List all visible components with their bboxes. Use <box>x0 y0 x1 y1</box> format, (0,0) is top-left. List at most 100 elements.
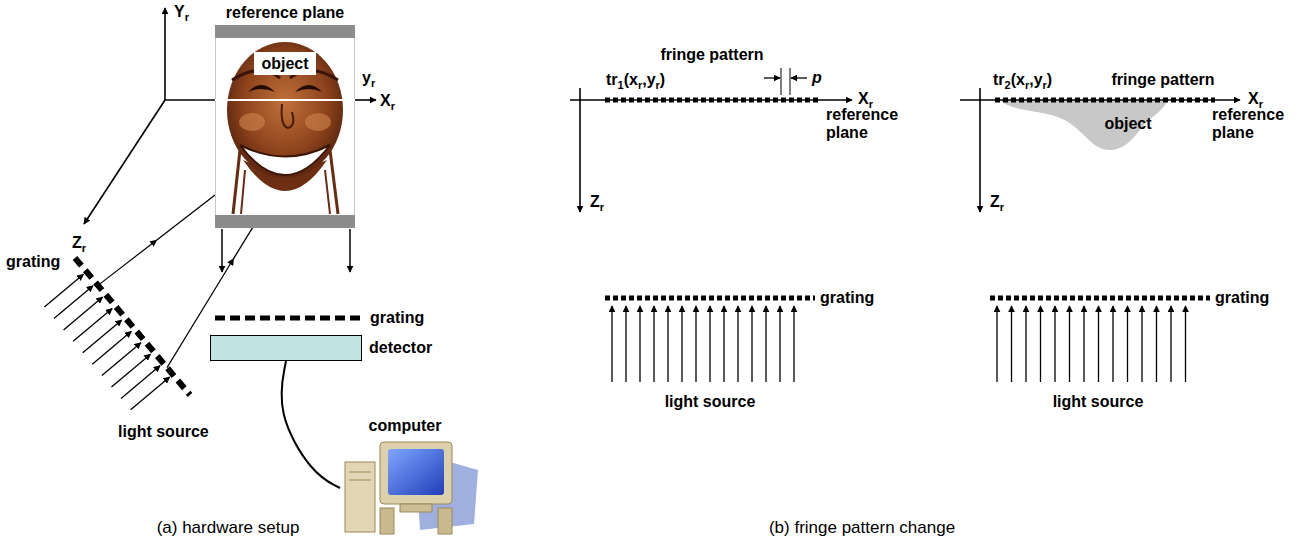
object-tag: object <box>254 52 316 75</box>
light-arrow <box>793 306 794 382</box>
fringe-pattern <box>605 98 820 103</box>
light-arrow <box>54 286 93 319</box>
mask-string <box>233 150 240 214</box>
cable <box>282 361 340 488</box>
light-arrow <box>709 306 710 382</box>
node-label: reference plane <box>226 4 344 22</box>
part-label: light source <box>118 423 209 441</box>
projected-ray <box>157 195 216 240</box>
dimension-label: p <box>812 69 822 87</box>
mask-picture <box>227 42 343 214</box>
drive-slot <box>349 480 371 481</box>
light-arrows <box>612 306 1186 382</box>
computer-tower <box>345 462 375 532</box>
mask-string <box>241 170 245 214</box>
mask-eye <box>295 85 322 92</box>
x-axis <box>355 99 376 101</box>
light-arrow <box>1112 306 1113 382</box>
monitor-case <box>380 442 452 504</box>
y-axis <box>164 8 166 100</box>
z-axis <box>579 88 581 212</box>
light-arrow <box>695 306 696 382</box>
light-arrow <box>121 366 160 399</box>
light-arrow <box>1098 306 1099 382</box>
node-label: detector <box>369 339 432 357</box>
part-label: reference plane <box>1212 106 1302 141</box>
mask-cheek <box>305 113 331 131</box>
part-label: reference plane <box>826 106 916 141</box>
grating <box>990 296 1210 301</box>
light-arrow <box>1011 306 1012 382</box>
light-arrow <box>102 343 141 376</box>
light-arrow <box>723 306 724 382</box>
light-arrow <box>1156 306 1157 382</box>
monitor-screen <box>388 449 444 495</box>
detector-box: detector <box>210 335 362 361</box>
projected-ray <box>98 240 157 285</box>
mask-nose <box>282 104 294 128</box>
part-label: grating <box>820 289 874 307</box>
axis-label: yr <box>362 69 375 87</box>
light-arrow <box>611 306 612 382</box>
z-axis <box>84 100 165 224</box>
light-arrow <box>1054 306 1055 382</box>
mask-mouth <box>240 145 330 175</box>
mask-face <box>227 42 343 178</box>
light-arrow <box>653 306 654 382</box>
part-label: object <box>1104 115 1151 133</box>
caption: (b) fringe pattern change <box>769 519 955 538</box>
light-arrow <box>73 309 112 342</box>
grating <box>215 316 362 321</box>
light-arrow <box>1083 306 1084 382</box>
period-arrow <box>764 77 780 78</box>
speaker <box>438 508 452 534</box>
part-label: grating <box>1215 289 1269 307</box>
light-arrow <box>639 306 640 382</box>
part-label: fringe pattern <box>1111 71 1214 89</box>
light-arrow <box>83 320 122 353</box>
pattern-label: tr2(xr,yr) <box>993 71 1052 89</box>
mask-string <box>330 150 338 214</box>
light-arrow <box>667 306 668 382</box>
light-arrow <box>1040 306 1041 382</box>
axis-label: Zr <box>72 234 86 252</box>
drive-slot <box>349 472 371 473</box>
mask-cheek <box>239 113 265 131</box>
caption: (a) hardware setup <box>157 519 300 538</box>
light-arrow <box>64 297 103 330</box>
part-label: fringe pattern <box>660 46 763 64</box>
light-arrow <box>1141 306 1142 382</box>
axis-label: Zr <box>990 193 1004 211</box>
frame-bar <box>215 25 355 38</box>
x-axis <box>570 99 852 101</box>
mask-string <box>325 170 330 214</box>
part-label: light source <box>665 393 756 411</box>
speaker <box>380 508 394 534</box>
period-tick <box>790 68 791 95</box>
axis-label: Zr <box>590 193 604 211</box>
x-axis <box>165 99 215 101</box>
part-label: light source <box>1053 393 1144 411</box>
light-arrow <box>996 306 997 382</box>
axis-label: Xr <box>380 92 395 110</box>
object-profile <box>1000 100 1168 150</box>
node-label: computer <box>369 417 442 435</box>
axis-label: Xr <box>1248 90 1263 108</box>
period-arrow <box>791 77 807 78</box>
x-axis <box>960 99 1240 101</box>
mask-eye <box>248 85 275 92</box>
computer-picture <box>345 442 478 534</box>
frame-ground <box>215 25 355 228</box>
light-arrow <box>681 306 682 382</box>
frame-edge <box>215 38 216 215</box>
light-arrow <box>1025 306 1026 382</box>
reflected-ray <box>349 229 351 272</box>
light-arrow <box>44 274 83 307</box>
light-arrow <box>1185 306 1186 382</box>
x-axis-on-object <box>215 99 355 101</box>
light-arrow <box>1127 306 1128 382</box>
pattern-label: tr1(xr,yr) <box>606 71 665 89</box>
light-arrow <box>779 306 780 382</box>
light-arrow <box>751 306 752 382</box>
